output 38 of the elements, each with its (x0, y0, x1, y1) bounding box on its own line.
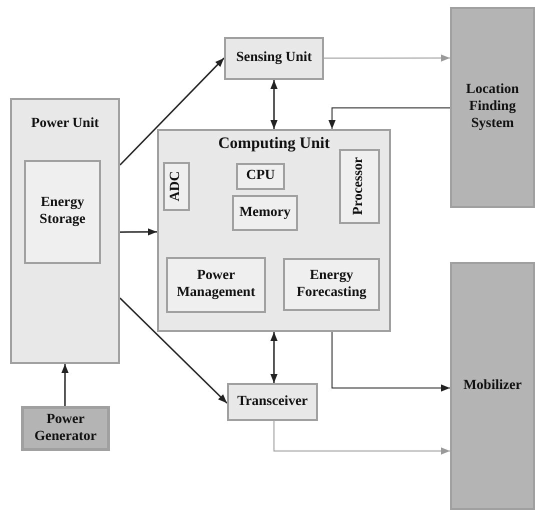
label: ADC (168, 171, 184, 202)
arrow (332, 332, 450, 392)
system-box (450, 7, 535, 208)
heading: Power Unit (31, 116, 99, 133)
arrow (119, 298, 228, 404)
label: Processor (351, 157, 368, 216)
component-box (163, 162, 190, 211)
label: CPU (246, 168, 275, 185)
heading: Computing Unit (218, 134, 330, 154)
arrow (120, 228, 157, 236)
component-box (232, 195, 298, 231)
label: Power Generator (33, 412, 98, 446)
label: Energy Storage (38, 195, 86, 229)
unit-box (157, 129, 391, 332)
label: Sensing Unit (236, 50, 312, 67)
storage-box (24, 160, 101, 264)
label: Mobilizer (463, 378, 522, 394)
unit-box (227, 383, 318, 421)
arrow (119, 58, 225, 166)
label: Power Management (176, 268, 256, 302)
component-box (236, 163, 285, 190)
generator-box (21, 406, 110, 451)
unit-box (224, 37, 324, 80)
arrow (273, 420, 450, 455)
arrow (324, 54, 450, 62)
arrow (270, 80, 278, 129)
arrow (270, 332, 278, 383)
arrow (61, 364, 69, 406)
label: Memory (239, 204, 291, 222)
component-box (283, 258, 380, 311)
unit-box (10, 98, 120, 364)
component-box (339, 149, 380, 224)
component-box (166, 257, 266, 313)
label: Energy Forecasting (296, 268, 368, 302)
label: Transceiver (237, 394, 308, 410)
system-box (450, 262, 535, 510)
label: Location Finding System (465, 82, 520, 133)
arrow (328, 107, 450, 130)
